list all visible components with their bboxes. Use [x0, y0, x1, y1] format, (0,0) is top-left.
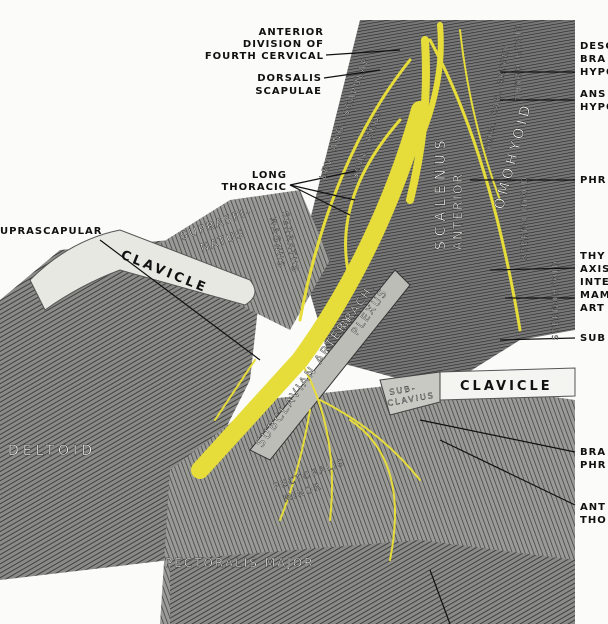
label-anterior-division-1: ANTERIOR — [259, 27, 324, 38]
label-anterior-thoracic-1: ANT — [580, 502, 606, 513]
label-thyroid-axis-4: MAM — [580, 290, 608, 301]
label-desc-2: BRA — [580, 54, 606, 65]
label-thyroid-axis-5: ART — [580, 303, 605, 314]
label-clavicle-right: CLAVICLE — [460, 379, 553, 394]
label-anterior-thoracic-2: THO — [580, 515, 607, 526]
label-sternohyoid-lower: STERNOHYOID — [551, 260, 560, 340]
label-subclavian: SUB — [580, 333, 606, 344]
pectoralis-major-region — [170, 540, 575, 624]
label-pectoralis-major: PECTORALIS MAJOR — [165, 556, 315, 570]
label-phrenic: PHR — [580, 175, 606, 186]
label-brachial-phrenic-1: BRA — [580, 447, 606, 458]
label-ansa-1: ANS — [580, 89, 606, 100]
label-ansa-2: HYPO — [580, 102, 608, 113]
label-desc-3: HYPO — [580, 67, 608, 78]
label-brachial-phrenic-2: PHR — [580, 460, 606, 471]
label-dorsalis-scapulae-1: DORSALIS — [257, 73, 322, 84]
label-deltoid: DELTOID — [8, 443, 96, 459]
label-dorsalis-scapulae-2: SCAPULAE — [255, 86, 322, 97]
supraspinatus-region — [150, 190, 330, 330]
clavicle-left-bone — [29, 229, 256, 311]
label-desc-1: DESC — [580, 41, 608, 52]
deltoid-region — [0, 240, 260, 580]
label-anterior: ANTERIOR — [451, 172, 465, 250]
label-long-thoracic-2: THORACIC — [221, 182, 287, 193]
label-thyroid-axis-3: INTE — [580, 277, 608, 288]
label-thyroid-axis-2: AXIS — [580, 264, 608, 275]
leader-lines — [99, 49, 576, 624]
label-anterior-division-2: DIVISION OF — [243, 39, 324, 50]
label-long-thoracic-1: LONG — [252, 170, 287, 181]
label-scalenus: SCALENUS — [433, 136, 449, 251]
label-thyroid-axis-1: THY — [580, 251, 605, 262]
label-thyrohyoid: THYRO HYOID — [514, 23, 523, 101]
label-anterior-division-3: FOURTH CERVICAL — [205, 51, 324, 62]
subclavian-artery — [249, 269, 411, 461]
label-suprascapular: UPRASCAPULAR — [0, 226, 102, 237]
subclavius-muscle — [379, 371, 441, 416]
label-sternohyoid-upper: STERNO HYOID — [520, 175, 529, 260]
